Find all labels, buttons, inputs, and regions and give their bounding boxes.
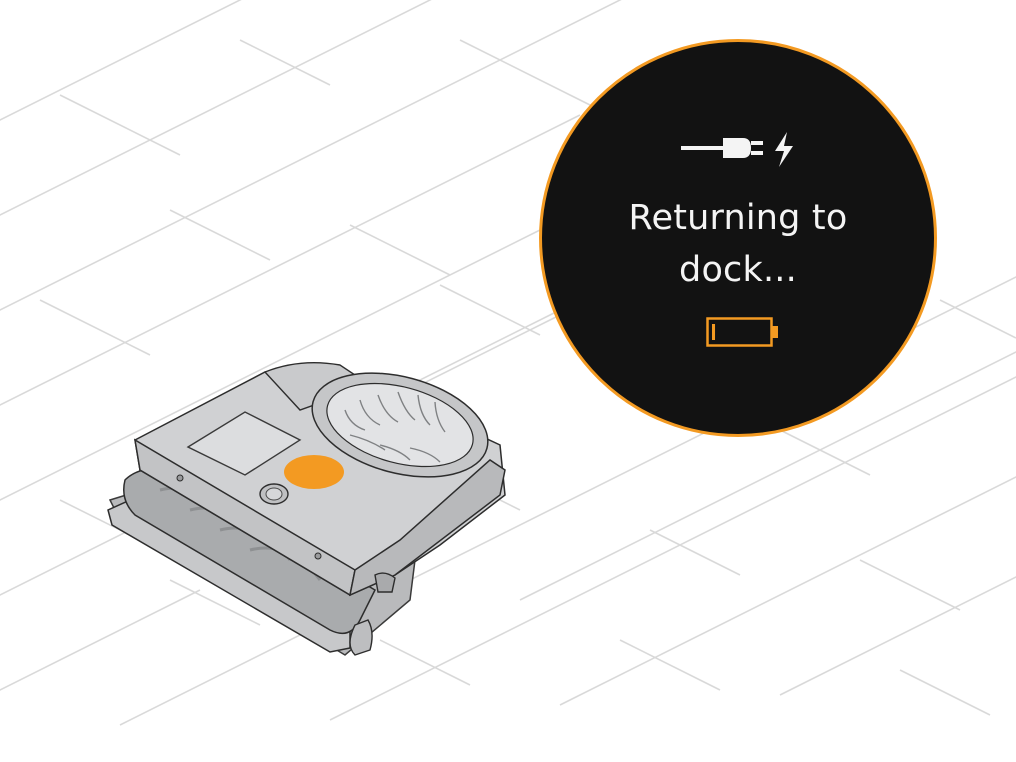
robot-status-display: Returning to dock... bbox=[539, 39, 937, 437]
status-line-2: dock... bbox=[679, 250, 797, 290]
battery-low-icon bbox=[706, 317, 778, 347]
status-message: Returning to dock... bbox=[542, 192, 934, 296]
plug-lightning-icon bbox=[681, 132, 793, 167]
battery-level-fill bbox=[712, 324, 716, 340]
power-button bbox=[284, 455, 344, 489]
status-line-1: Returning to bbox=[628, 198, 848, 238]
